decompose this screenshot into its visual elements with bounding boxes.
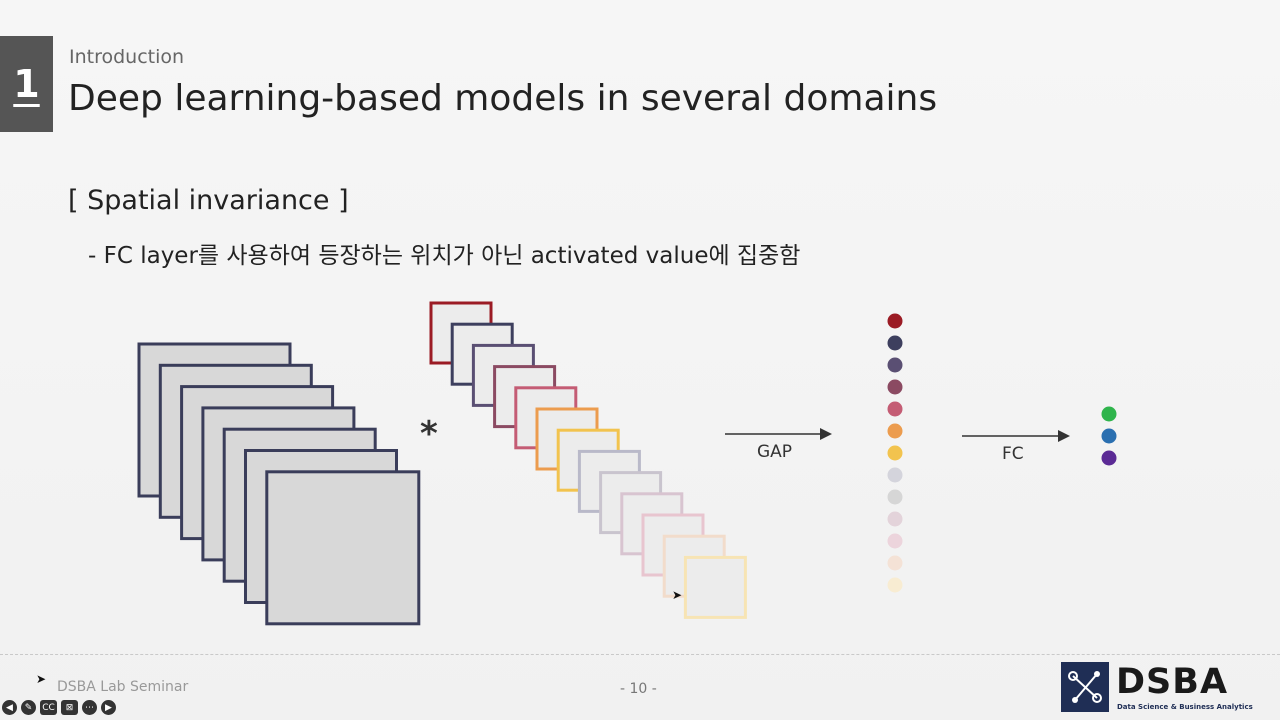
- filter-kernel: [683, 555, 747, 619]
- gap-vector-dot: [887, 533, 903, 549]
- convolution-operator: *: [420, 414, 438, 454]
- more-icon[interactable]: ⋯: [82, 700, 97, 715]
- mouse-cursor-icon: ➤: [36, 672, 47, 686]
- gap-arrow-head: [820, 428, 832, 440]
- section-number: 1: [13, 62, 40, 106]
- fc-output-dot: [1101, 428, 1117, 444]
- dsba-logo-icon: [1061, 662, 1109, 712]
- forward-icon[interactable]: ▶: [101, 700, 116, 715]
- breadcrumb: Introduction: [69, 46, 185, 68]
- sub-heading: [ Spatial invariance ]: [68, 185, 349, 216]
- fc-output-dot: [1101, 406, 1117, 422]
- bullet-text: - FC layer를 사용하여 등장하는 위치가 아닌 activated v…: [88, 243, 801, 269]
- gap-vector-dot: [887, 555, 903, 571]
- footer-divider: [0, 654, 1280, 655]
- gap-vector-dot: [887, 577, 903, 593]
- section-number-box: 1: [0, 36, 53, 132]
- page-title: Deep learning-based models in several do…: [68, 78, 938, 119]
- logo-subtitle: Data Science & Business Analytics: [1117, 703, 1253, 711]
- gap-vector-dot: [887, 379, 903, 395]
- footer-seminar-label: DSBA Lab Seminar: [57, 679, 189, 695]
- back-icon[interactable]: ◀: [2, 700, 17, 715]
- fc-label: FC: [1002, 444, 1024, 464]
- edit-icon[interactable]: ✎: [21, 700, 36, 715]
- feature-map: [265, 470, 421, 626]
- cc-label: CC: [42, 702, 55, 713]
- gap-vector-dot: [887, 313, 903, 329]
- gap-label: GAP: [757, 442, 793, 462]
- gap-vector-dot: [887, 401, 903, 417]
- gap-vector-dot: [887, 511, 903, 527]
- logo-text: DSBA: [1116, 662, 1229, 702]
- page-number: - 10 -: [620, 681, 657, 697]
- mouse-cursor-icon: ➤: [672, 588, 683, 602]
- gap-vector-dot: [887, 489, 903, 505]
- fc-output-dot: [1101, 450, 1117, 466]
- hide-icon[interactable]: ⊠: [61, 700, 78, 715]
- gap-vector-dot: [887, 335, 903, 351]
- player-controls: ◀ ✎ CC ⊠ ⋯ ▶: [2, 700, 116, 718]
- cc-icon[interactable]: CC: [40, 700, 57, 715]
- gap-vector-dot: [887, 467, 903, 483]
- gap-vector-dot: [887, 445, 903, 461]
- gap-vector-dot: [887, 423, 903, 439]
- gap-vector-dot: [887, 357, 903, 373]
- fc-arrow-head: [1058, 430, 1070, 442]
